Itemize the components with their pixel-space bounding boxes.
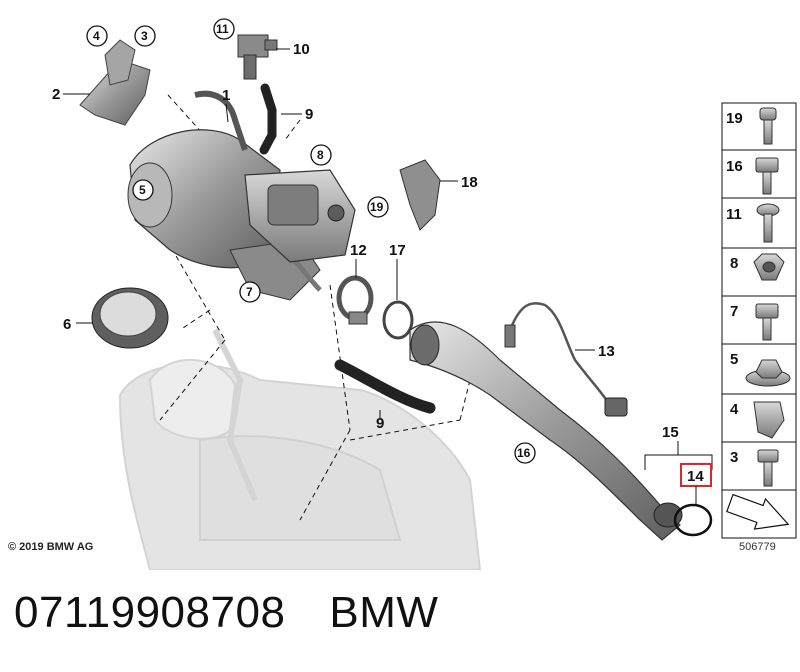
bolt-3-drawing bbox=[757, 449, 779, 487]
panel-label-5: 5 bbox=[730, 351, 738, 368]
callout-9-bottom: 9 bbox=[376, 415, 384, 432]
callout-3: 3 bbox=[141, 29, 148, 43]
panel-label-16: 16 bbox=[726, 158, 743, 175]
parts-diagram: 1 2 9 9 10 12 13 15 17 18 6 4 3 11 8 5 7 bbox=[52, 18, 797, 570]
panel-label-4: 4 bbox=[730, 401, 739, 418]
panel-label-11: 11 bbox=[726, 206, 742, 223]
callout-4: 4 bbox=[93, 29, 100, 43]
part-14-ring bbox=[673, 503, 713, 537]
panel-label-3: 3 bbox=[730, 449, 738, 466]
callout-10: 10 bbox=[293, 41, 310, 58]
callout-16: 16 bbox=[517, 446, 531, 460]
copyright-notice: © 2019 BMW AG bbox=[8, 541, 94, 553]
callout-12: 12 bbox=[350, 242, 367, 259]
part-6-gasket bbox=[91, 287, 169, 349]
part-12-clamp bbox=[336, 275, 374, 325]
part-18-bracket bbox=[399, 159, 441, 231]
screw-11-drawing bbox=[756, 203, 780, 243]
part-9-hose-bottom bbox=[334, 359, 436, 414]
callout-17: 17 bbox=[389, 242, 406, 259]
nut-5-drawing bbox=[745, 359, 791, 387]
nut-8-drawing bbox=[753, 253, 785, 281]
callout-11: 11 bbox=[216, 22, 229, 36]
callout-1: 1 bbox=[222, 87, 230, 104]
callout-18: 18 bbox=[461, 174, 478, 191]
diagram-id: 506779 bbox=[739, 541, 776, 553]
callout-14: 14 bbox=[687, 468, 704, 485]
callout-5: 5 bbox=[139, 183, 146, 197]
leader-lines bbox=[157, 94, 471, 521]
callout-15: 15 bbox=[662, 424, 679, 441]
panel-label-8: 8 bbox=[730, 255, 738, 272]
part-17-ring bbox=[382, 300, 414, 340]
panel-label-7: 7 bbox=[730, 303, 738, 320]
part-number: 07119908708 bbox=[14, 588, 286, 637]
direction-arrow-icon bbox=[726, 493, 790, 530]
background-dpf-faded bbox=[118, 328, 482, 570]
bolt-16-drawing bbox=[755, 157, 779, 195]
clip-4-drawing bbox=[753, 401, 785, 439]
bolt-19-drawing bbox=[759, 107, 777, 145]
callouts: 1 2 9 9 10 12 13 15 17 18 6 4 3 11 8 5 7 bbox=[52, 18, 713, 505]
part-9-hose-top bbox=[259, 83, 277, 155]
callout-19: 19 bbox=[370, 200, 384, 214]
callout-8: 8 bbox=[317, 148, 324, 162]
hardware-side-panel: 19 16 11 8 7 5 4 3 bbox=[721, 102, 797, 539]
callout-6: 6 bbox=[63, 316, 71, 333]
callout-7: 7 bbox=[246, 285, 253, 299]
callout-13: 13 bbox=[598, 343, 615, 360]
part-caption: 07119908708 BMW bbox=[14, 588, 438, 638]
bolt-7-drawing bbox=[755, 303, 779, 341]
part-8-module bbox=[244, 169, 356, 263]
brand-name: BMW bbox=[329, 588, 439, 637]
part-4-bracket bbox=[104, 39, 136, 86]
callout-9-top: 9 bbox=[305, 106, 313, 123]
callout-2: 2 bbox=[52, 86, 60, 103]
panel-label-19: 19 bbox=[726, 110, 743, 127]
part-13-sensor bbox=[504, 302, 628, 417]
part-10-sensor bbox=[237, 34, 278, 80]
